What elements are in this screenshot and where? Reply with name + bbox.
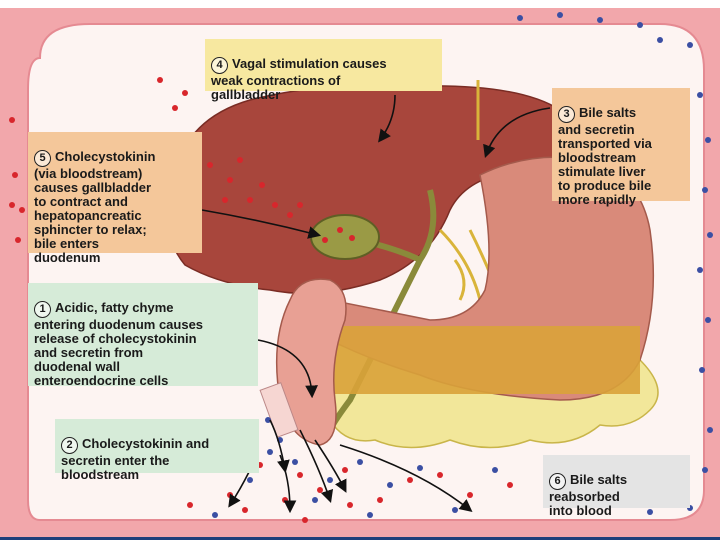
step-4-text: Vagal stimulation causes weak contractio… [211,56,387,102]
stomach-contents [330,326,640,394]
step-1-text: Acidic, fatty chyme entering duodenum ca… [34,300,204,388]
step-5-text: Cholecystokinin (via bloodstream) causes… [34,149,156,265]
step-2-text: Cholecystokinin and secretin enter the b… [61,436,210,482]
step-5-number: 5 [34,150,51,167]
process-arrows [201,94,551,514]
step-2-number: 2 [61,437,78,454]
step-6-text: Bile salts reabsorbed into blood [549,472,628,518]
step-1-number: 1 [34,301,51,318]
step-3-text: Bile salts and secretin transported via … [558,105,652,207]
cholecystokinin-dots [9,77,513,523]
step-3-number: 3 [558,106,575,123]
step-4-number: 4 [211,57,228,74]
secretin-dots [212,12,713,518]
gallbladder [310,214,380,260]
bottom-strip [0,537,720,540]
duodenal-wall-cells [259,382,299,438]
step-6-number: 6 [549,473,566,490]
